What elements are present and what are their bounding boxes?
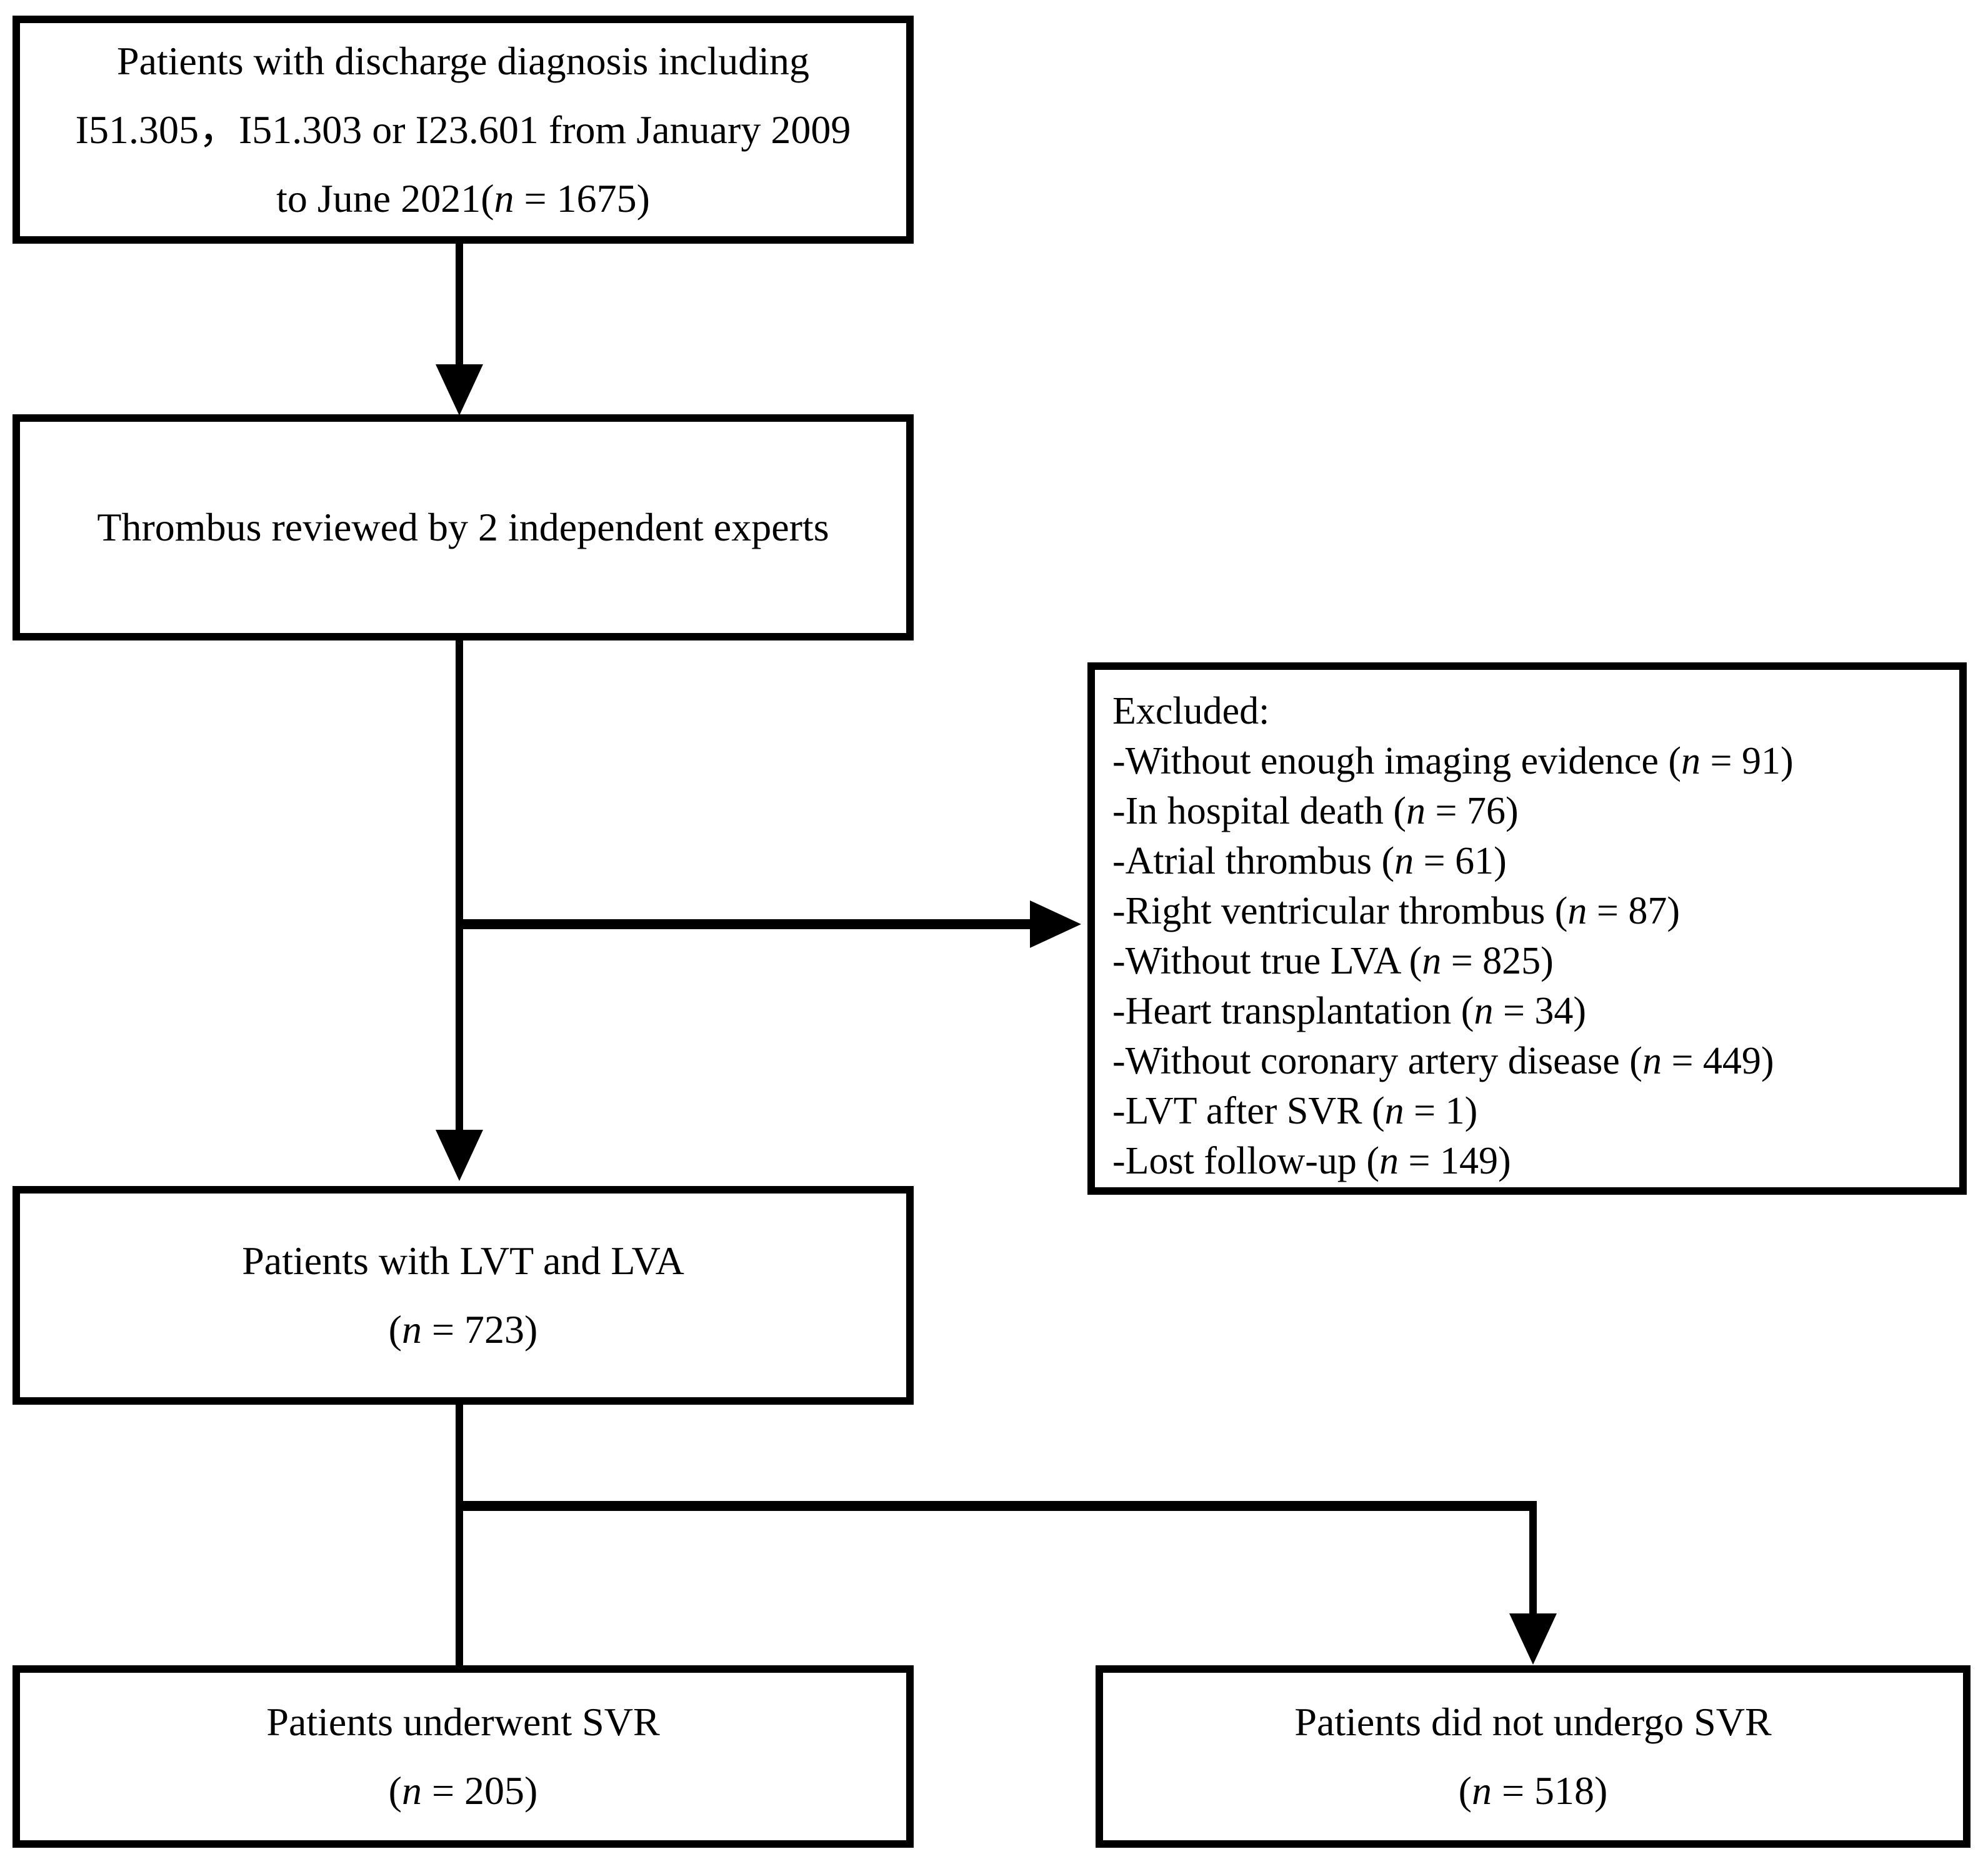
box-excluded: Excluded: -Without enough imaging eviden… — [1087, 662, 1967, 1195]
box-underwent-svr-line2: (n = 205) — [388, 1768, 538, 1813]
excluded-item: -Lost follow-up (n = 149) — [1112, 1140, 1511, 1182]
box-underwent-svr-line1: Patients underwent SVR — [266, 1700, 660, 1744]
box-lvt-lva: Patients with LVT and LVA (n = 723) — [12, 1186, 914, 1405]
box-no-svr-line1: Patients did not undergo SVR — [1294, 1700, 1772, 1744]
arrowhead-down-review-icon — [436, 364, 483, 416]
box-no-svr: Patients did not undergo SVR (n = 518) — [1096, 1665, 1971, 1848]
connector-initial-to-review — [456, 242, 463, 367]
excluded-item: -Without coronary artery disease (n = 44… — [1112, 1040, 1774, 1082]
connector-branch-to-nosvr — [456, 1501, 1537, 1511]
box-thrombus-review: Thrombus reviewed by 2 independent exper… — [12, 414, 914, 640]
box-lvt-lva-line1: Patients with LVT and LVA — [242, 1239, 684, 1283]
excluded-item: -Without enough imaging evidence (n = 91… — [1112, 740, 1794, 782]
box-discharge-diagnosis: Patients with discharge diagnosis includ… — [12, 16, 914, 244]
excluded-item: -LVT after SVR (n = 1) — [1112, 1090, 1478, 1132]
box-discharge-diagnosis-line1: Patients with discharge diagnosis includ… — [116, 38, 810, 83]
arrowhead-down-nosvr-icon — [1509, 1613, 1557, 1665]
excluded-item: -In hospital death (n = 76) — [1112, 790, 1519, 832]
box-discharge-diagnosis-line2: I51.305，I51.303 or I23.601 from January … — [75, 107, 851, 152]
box-underwent-svr: Patients underwent SVR (n = 205) — [12, 1665, 914, 1848]
box-excluded-title: Excluded: — [1112, 690, 1270, 732]
box-lvt-lva-line2: (n = 723) — [388, 1307, 538, 1352]
excluded-item: -Right ventricular thrombus (n = 87) — [1112, 890, 1680, 932]
connector-review-to-lvtlva — [456, 639, 463, 1133]
connector-lvtlva-to-svr — [456, 1403, 463, 1666]
arrowhead-right-excluded-icon — [1030, 900, 1081, 948]
connector-branch-to-excluded — [459, 919, 1031, 929]
excluded-item: -Heart transplantation (n = 34) — [1112, 990, 1587, 1032]
excluded-item: -Without true LVA (n = 825) — [1112, 940, 1554, 982]
arrowhead-down-lvtlva-icon — [436, 1130, 483, 1181]
box-no-svr-line2: (n = 518) — [1458, 1768, 1608, 1813]
excluded-item: -Atrial thrombus (n = 61) — [1112, 840, 1507, 882]
box-discharge-diagnosis-line3: to June 2021(n = 1675) — [276, 176, 650, 221]
box-thrombus-review-line1: Thrombus reviewed by 2 independent exper… — [97, 505, 829, 549]
connector-down-to-nosvr — [1529, 1501, 1537, 1617]
